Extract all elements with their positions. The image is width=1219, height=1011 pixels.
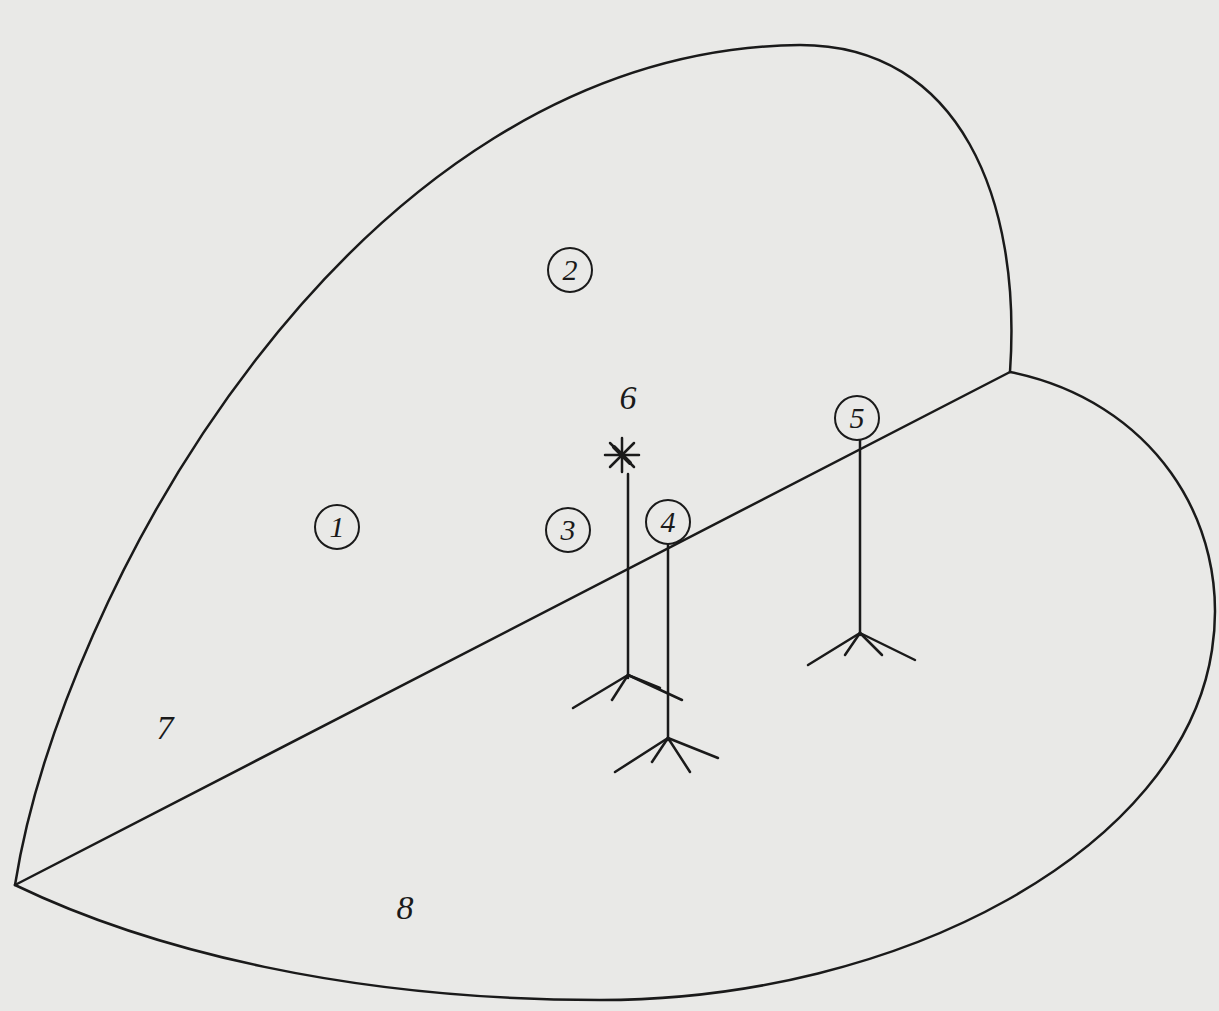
- callout-circle: 4: [645, 499, 691, 545]
- callout-number: 4: [661, 507, 676, 537]
- callout-circle: 3: [545, 507, 591, 553]
- part-label: 7: [157, 711, 174, 745]
- dividing-line: [15, 372, 1010, 885]
- callout-circle: 1: [314, 504, 360, 550]
- callout-number: 2: [563, 255, 578, 285]
- callout-number: 3: [561, 515, 576, 545]
- upper-outline: [15, 45, 1011, 885]
- lower-outline: [15, 372, 1215, 1000]
- star-cell: [605, 438, 639, 472]
- neuron-5: [808, 440, 915, 665]
- callout-circle: 5: [834, 395, 880, 441]
- callout-number: 5: [850, 403, 865, 433]
- callout-number: 1: [330, 512, 345, 542]
- neuron-3: [573, 474, 682, 708]
- part-label: 6: [620, 381, 637, 415]
- neuron-4: [615, 545, 718, 772]
- part-label: 8: [397, 891, 414, 925]
- callout-circle: 2: [547, 247, 593, 293]
